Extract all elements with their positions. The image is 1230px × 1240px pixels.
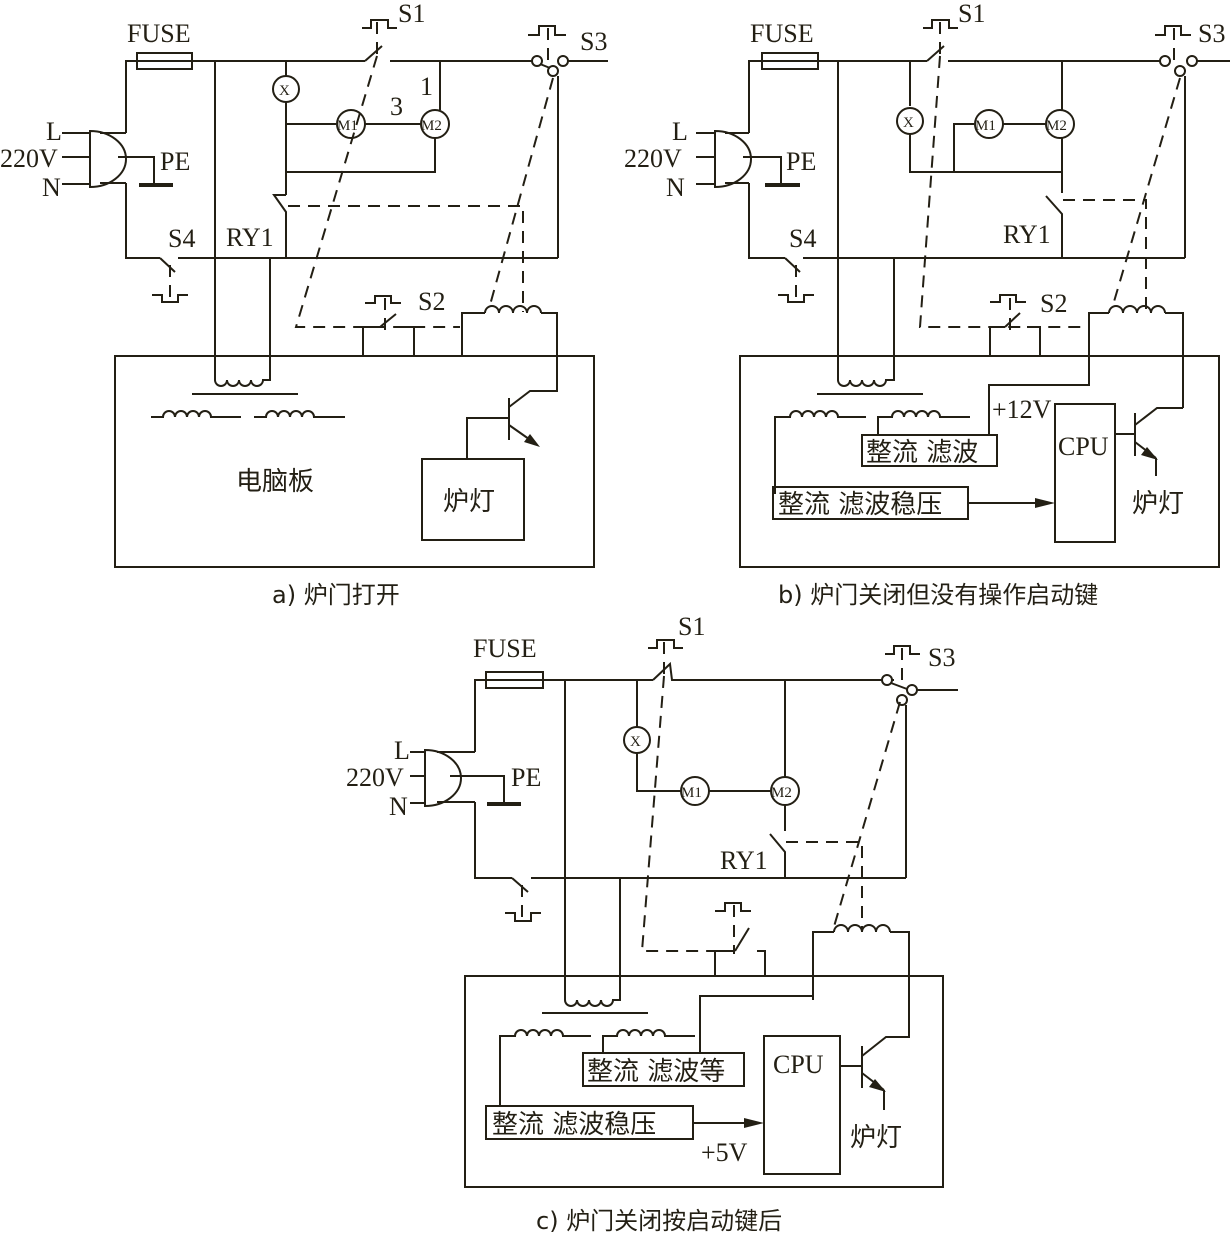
label-s3: S3: [1198, 19, 1225, 48]
relay-ry1-contact: [1045, 195, 1063, 258]
power-plug: [410, 748, 521, 808]
transformer-icon: [499, 976, 695, 1106]
label-s2: S2: [1040, 289, 1067, 318]
label-cpu: CPU: [1058, 432, 1109, 461]
label-m2: M2: [421, 118, 442, 134]
label-s2: S2: [418, 287, 445, 316]
control-board: [464, 975, 944, 1188]
power-plug: [696, 129, 800, 189]
label-fuse: FUSE: [473, 634, 537, 663]
label-l: L: [46, 117, 62, 146]
relay-ry1-contact: [272, 194, 287, 258]
panel-b: L 220V N PE FUSE S1 S3 X: [624, 0, 1230, 609]
transistor-icon: [1115, 407, 1183, 476]
switch-s3: [528, 25, 608, 258]
label-pe: PE: [786, 147, 816, 176]
switch-s4: [778, 257, 814, 303]
rectifier-filter-box: [861, 434, 998, 467]
label-s1: S1: [678, 612, 705, 641]
label-ry1: RY1: [1003, 220, 1051, 249]
label-m1: M1: [681, 785, 702, 801]
label-fuse: FUSE: [127, 19, 191, 48]
label-ry1: RY1: [720, 846, 768, 875]
label-oven-lamp: 炉灯: [850, 1123, 902, 1153]
label-rectifier-filter: 整流 滤波等: [587, 1057, 725, 1087]
switch-s2: [362, 295, 415, 356]
rectifier-filter-box: [582, 1052, 745, 1087]
label-220v: 220V: [624, 144, 682, 173]
label-supply-voltage: +5V: [701, 1138, 748, 1167]
control-board: [114, 355, 595, 568]
label-ry1: RY1: [226, 223, 274, 252]
switch-s1: [923, 19, 1160, 62]
transistor-icon: [840, 1036, 910, 1110]
label-s3: S3: [580, 27, 607, 56]
control-board: [739, 355, 1220, 568]
label-rectifier-regulator: 整流 滤波稳压: [492, 1110, 656, 1140]
switch-s3: [1155, 25, 1230, 258]
label-node-3: 3: [390, 92, 403, 121]
arrow-icon: [1035, 498, 1055, 508]
switch-s2: [989, 294, 1041, 356]
label-node-1: 1: [420, 72, 433, 101]
label-pe: PE: [160, 147, 190, 176]
label-cpu: CPU: [773, 1050, 824, 1079]
panel-a: L 220V N PE FUSE S1 S3: [0, 0, 608, 609]
label-m1: M1: [975, 118, 996, 134]
label-oven-lamp: 炉灯: [1132, 489, 1184, 519]
label-220v: 220V: [0, 144, 58, 173]
label-s4: S4: [789, 224, 816, 253]
relay-coil-icon: [1088, 305, 1184, 408]
power-plug: [62, 129, 173, 189]
switch-s4: [505, 877, 541, 922]
label-supply-voltage: +12V: [992, 395, 1052, 424]
relay-coil-icon: [461, 305, 558, 390]
label-m2: M2: [771, 785, 792, 801]
label-l: L: [394, 736, 410, 765]
caption-a: a) 炉门打开: [272, 581, 400, 609]
switch-s4: [152, 257, 188, 303]
switch-s2: [714, 902, 766, 976]
label-m2: M2: [1046, 118, 1067, 134]
label-oven-lamp: 炉灯: [443, 487, 495, 517]
motor-m2-icon: [1045, 109, 1075, 139]
label-rectifier-filter: 整流 滤波: [866, 438, 978, 468]
switch-s1: [362, 19, 535, 62]
transistor-icon: [466, 390, 558, 459]
transformer-icon: [774, 356, 970, 494]
label-l: L: [672, 117, 688, 146]
oven-lamp-box: [421, 458, 525, 541]
switch-s1: [648, 639, 894, 681]
label-rectifier-regulator: 整流 滤波稳压: [778, 490, 942, 520]
label-s3: S3: [928, 643, 955, 672]
label-s1: S1: [398, 0, 425, 28]
transformer-icon: [151, 356, 345, 418]
label-board: 电脑板: [236, 467, 314, 497]
label-n: N: [389, 792, 408, 821]
label-n: N: [42, 173, 61, 202]
arrow-icon: [744, 1118, 764, 1128]
label-fuse: FUSE: [750, 19, 814, 48]
caption-c: c) 炉门关闭按启动键后: [536, 1207, 782, 1235]
relay-coil-icon: [812, 924, 910, 1036]
label-220v: 220V: [346, 763, 404, 792]
label-x: X: [279, 83, 290, 99]
label-pe: PE: [511, 763, 541, 792]
caption-b: b) 炉门关闭但没有操作启动键: [778, 581, 1098, 609]
label-n: N: [666, 173, 685, 202]
panel-c: L 220V N PE FUSE S1 S3: [346, 612, 958, 1235]
cpu-box: [763, 1035, 841, 1175]
label-x: X: [630, 734, 641, 750]
label-s4: S4: [168, 224, 195, 253]
label-s1: S1: [958, 0, 985, 28]
label-m1: M1: [337, 118, 358, 134]
cpu-box: [1054, 403, 1116, 543]
relay-ry1-contact: [769, 833, 786, 878]
label-x: X: [903, 115, 914, 131]
